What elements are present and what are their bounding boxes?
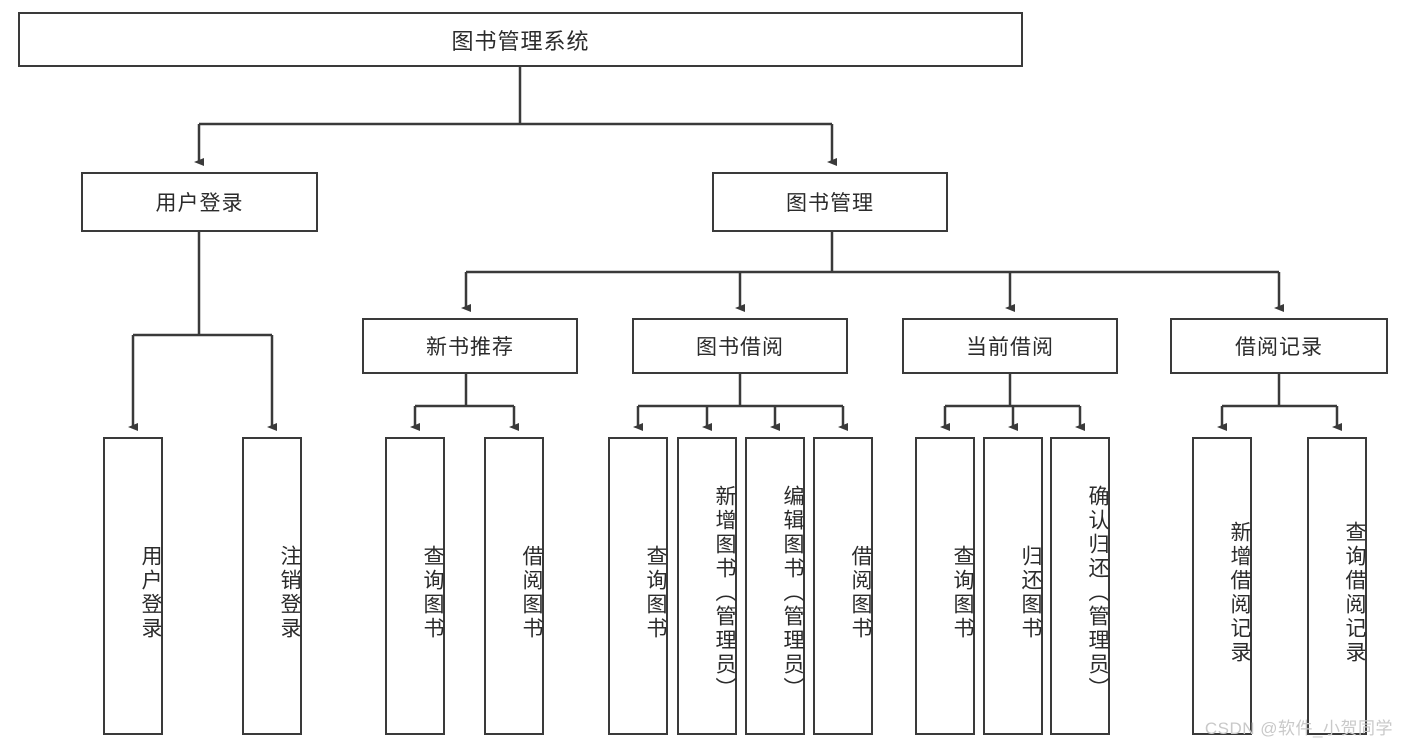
node-new-book-recommend[interactable]: 新书推荐 [362, 318, 578, 374]
leaf-borrow-query-book[interactable]: 查询图书 [608, 437, 668, 735]
node-book-borrow[interactable]: 图书借阅 [632, 318, 848, 374]
node-root-system[interactable]: 图书管理系统 [18, 12, 1023, 67]
leaf-record-add-record[interactable]: 新增借阅记录 [1192, 437, 1252, 735]
node-current-borrow[interactable]: 当前借阅 [902, 318, 1118, 374]
leaf-user-login-login[interactable]: 用户登录 [103, 437, 163, 735]
leaf-current-return-book[interactable]: 归还图书 [983, 437, 1043, 735]
leaf-current-confirm-return-admin[interactable]: 确认归还（管理员） [1050, 437, 1110, 735]
node-user-login[interactable]: 用户登录 [81, 172, 318, 232]
leaf-current-query-book[interactable]: 查询图书 [915, 437, 975, 735]
leaf-borrow-add-book-admin[interactable]: 新增图书（管理员） [677, 437, 737, 735]
node-borrow-record[interactable]: 借阅记录 [1170, 318, 1388, 374]
node-book-management[interactable]: 图书管理 [712, 172, 948, 232]
leaf-borrow-edit-book-admin[interactable]: 编辑图书（管理员） [745, 437, 805, 735]
leaf-recommend-query-book[interactable]: 查询图书 [385, 437, 445, 735]
leaf-record-query-record[interactable]: 查询借阅记录 [1307, 437, 1367, 735]
leaf-borrow-borrow-book[interactable]: 借阅图书 [813, 437, 873, 735]
leaf-recommend-borrow-book[interactable]: 借阅图书 [484, 437, 544, 735]
leaf-user-login-logout[interactable]: 注销登录 [242, 437, 302, 735]
